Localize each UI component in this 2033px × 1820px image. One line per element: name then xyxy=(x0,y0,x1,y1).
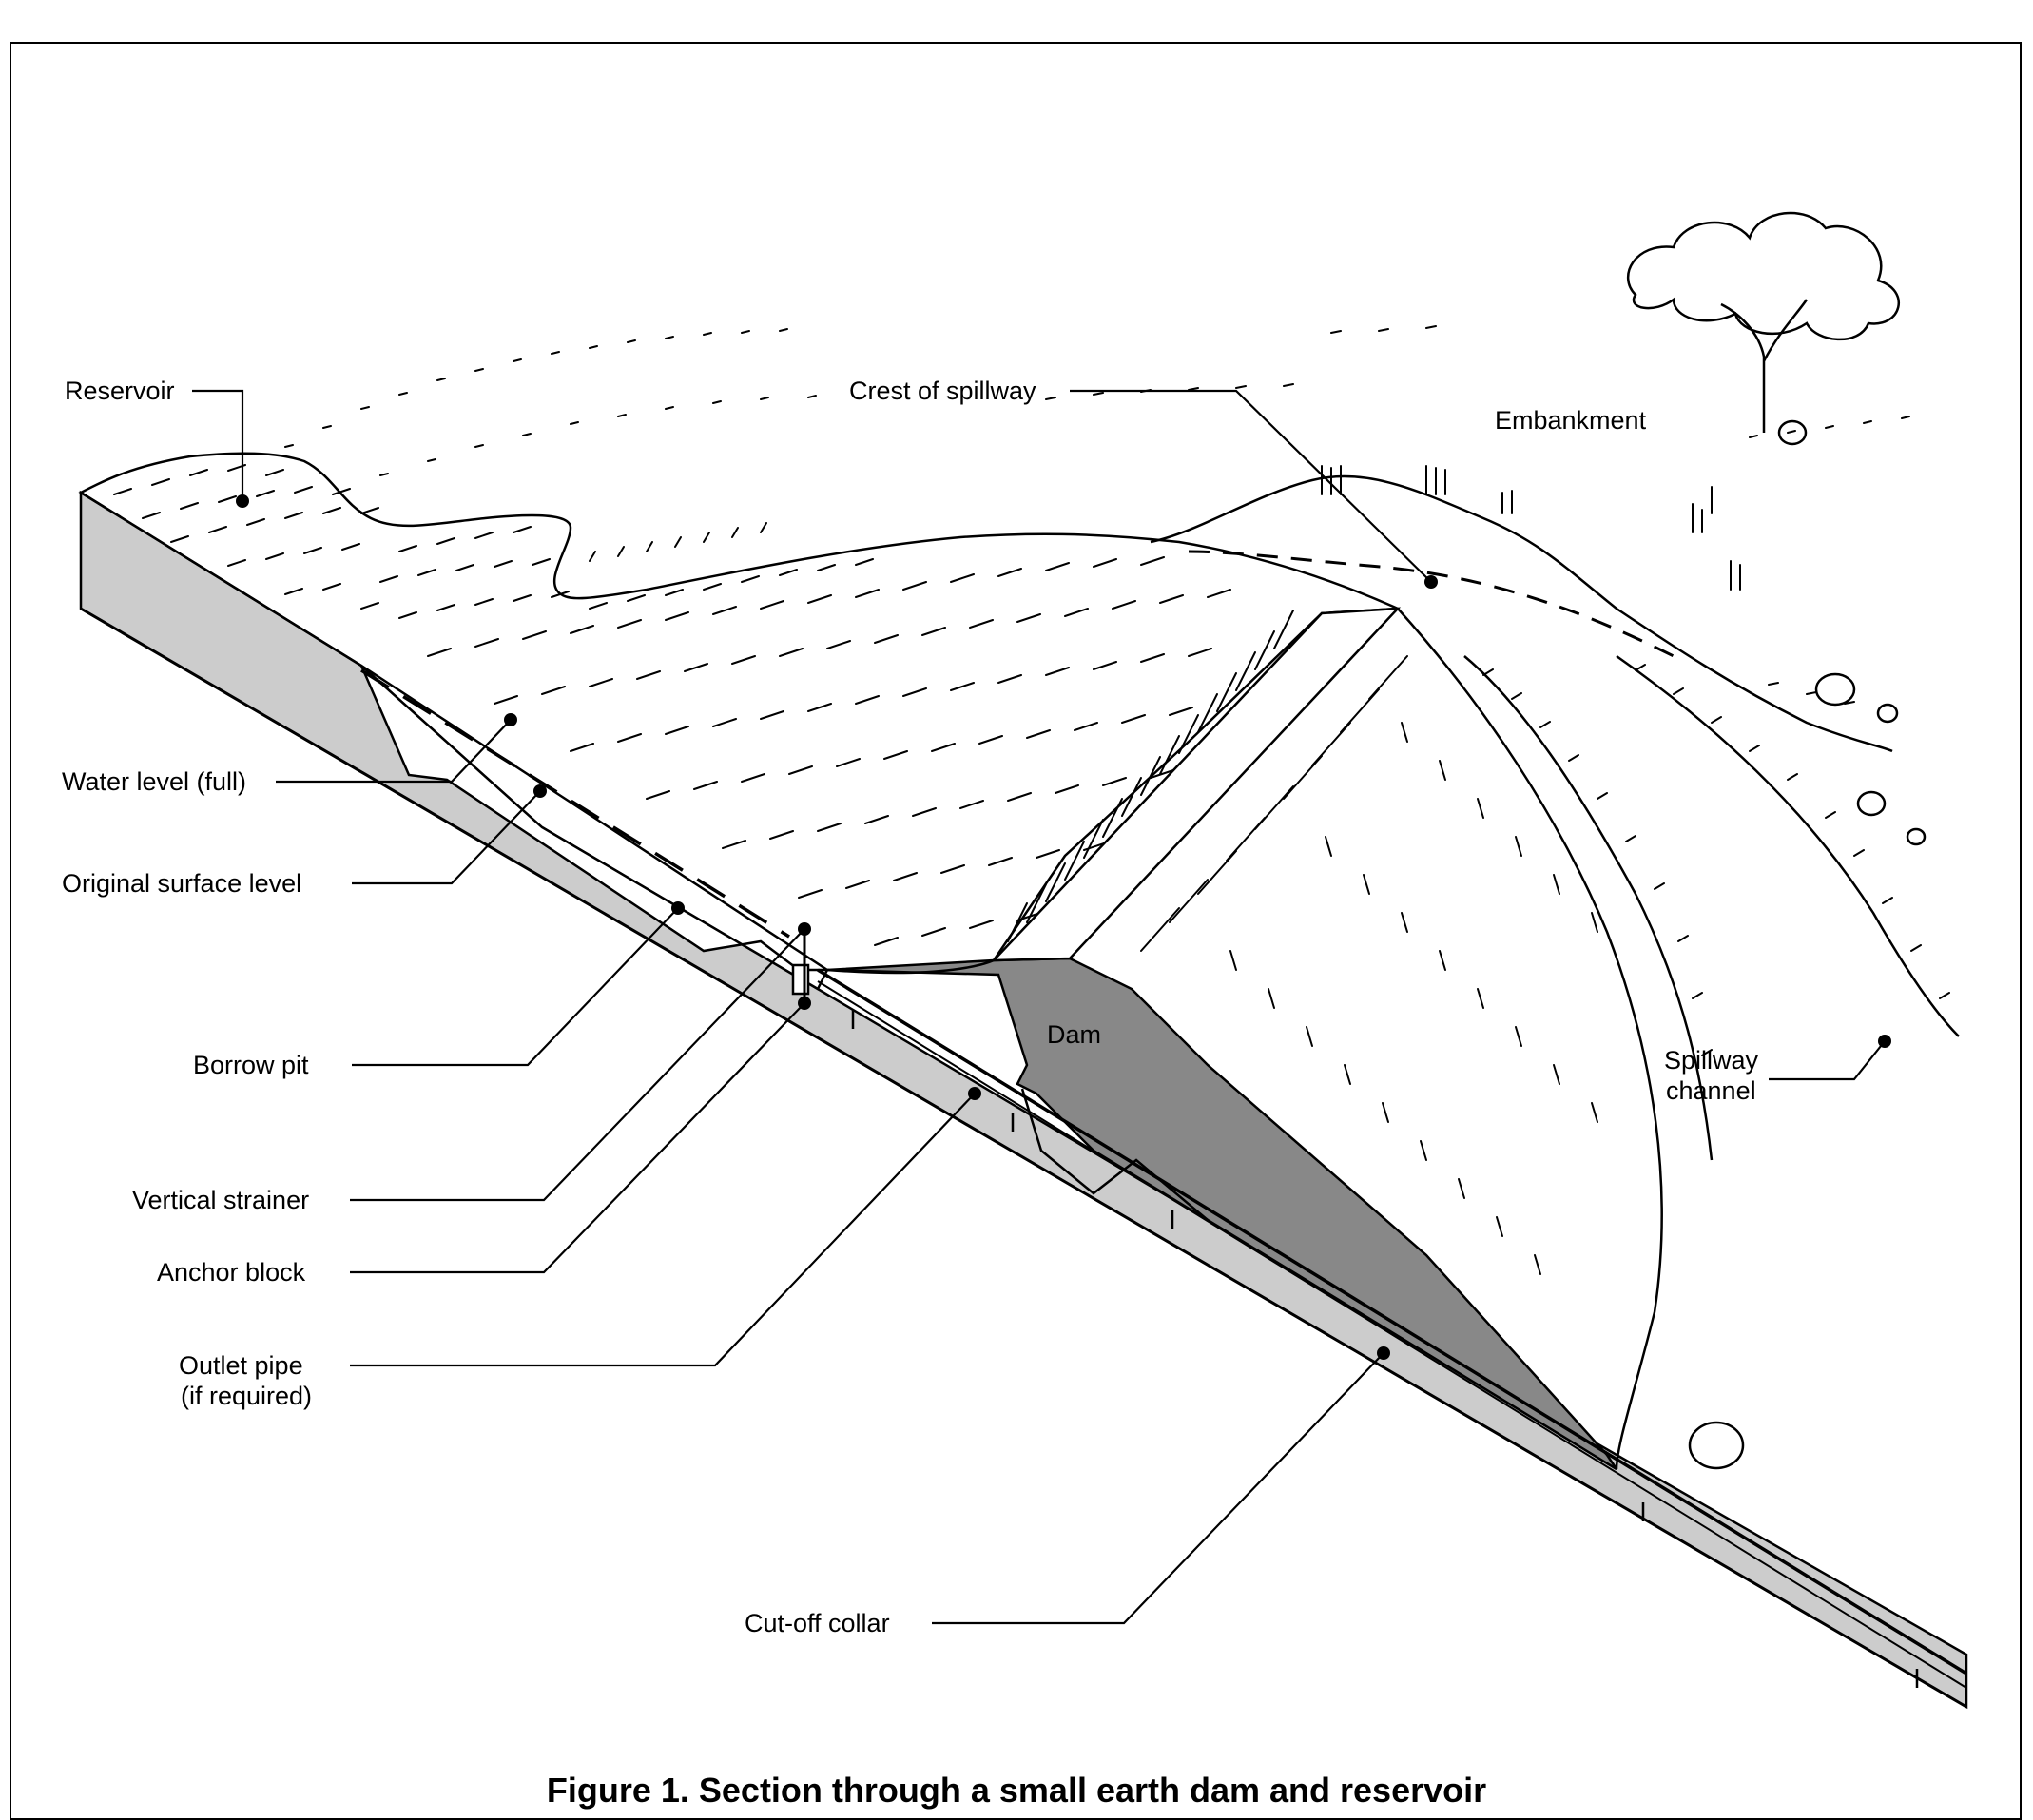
tree-icon xyxy=(1626,211,1900,433)
spillway-channel-left-bank xyxy=(1463,655,1714,1161)
spillway-channel-dot xyxy=(1878,1035,1891,1048)
label-vertical-strainer: Vertical strainer xyxy=(132,1186,309,1214)
label-original-surface-level: Original surface level xyxy=(62,869,301,898)
label-outlet-pipe: Outlet pipe xyxy=(179,1351,303,1380)
outlet-pipe-line-bottom xyxy=(817,980,1967,1689)
label-outlet-pipe-note: (if required) xyxy=(181,1382,312,1410)
water-level-dot xyxy=(504,713,517,726)
label-borrow-pit: Borrow pit xyxy=(193,1051,309,1079)
spillway-channel-leader xyxy=(1769,1040,1886,1081)
borrow-pit-notch xyxy=(359,665,830,991)
borrow-pit-leader xyxy=(352,907,679,1067)
terrain-sketch xyxy=(284,325,1910,705)
crest-of-spillway-dot xyxy=(1424,575,1438,589)
reservoir-dot xyxy=(236,494,249,508)
crest-of-spillway-leader xyxy=(1070,389,1432,583)
dam-downstream-outline xyxy=(1397,608,1663,1470)
outlet-pipe-dot xyxy=(968,1087,981,1100)
spillway-hatching xyxy=(1482,664,1950,1056)
spillway-dashed-edge xyxy=(1188,550,1675,658)
dam-crest-band xyxy=(991,607,1402,962)
label-water-level-full: Water level (full) xyxy=(62,767,246,796)
reservoir-leader xyxy=(192,389,244,499)
borrow-pit-dot xyxy=(671,901,685,915)
figure-caption: Figure 1. Section through a small earth … xyxy=(547,1771,1486,1810)
original-surface-leader xyxy=(352,790,541,885)
pipe-ticks xyxy=(851,1010,1919,1688)
label-crest-of-spillway: Crest of spillway xyxy=(849,377,1036,405)
label-embankment: Embankment xyxy=(1495,406,1647,435)
label-anchor-block: Anchor block xyxy=(157,1258,306,1287)
reservoir-hatching xyxy=(113,464,1231,946)
label-cut-off-collar: Cut-off collar xyxy=(745,1609,890,1637)
rocks xyxy=(1688,419,1927,1470)
embankment-edge xyxy=(1150,474,1893,753)
cut-off-collar-dot xyxy=(1377,1346,1390,1360)
dam-upstream-hatching xyxy=(1007,610,1408,952)
ground-bottom-edge xyxy=(80,607,1967,1709)
vertical-strainer-shape xyxy=(791,963,810,996)
reservoir-water-outline xyxy=(78,452,1399,975)
original-surface-dot xyxy=(533,784,547,798)
spillway-channel-right-bank xyxy=(1616,654,1960,1037)
label-reservoir: Reservoir xyxy=(65,377,175,405)
label-dam: Dam xyxy=(1047,1020,1101,1049)
dam-section xyxy=(826,957,1618,1471)
vertical-strainer-leader xyxy=(350,928,805,1202)
outlet-pipe-line-top xyxy=(817,968,1967,1675)
outlet-pipe-leader xyxy=(350,1093,976,1367)
dam-downstream-hatching xyxy=(1229,722,1598,1275)
label-spillway-channel-2: channel xyxy=(1666,1076,1756,1105)
cut-off-collar-leader xyxy=(932,1352,1384,1625)
anchor-block-leader xyxy=(350,1002,805,1274)
water-level-leader xyxy=(276,719,512,784)
label-spillway-channel-1: Spillway xyxy=(1664,1046,1759,1075)
original-surface-dashed-line xyxy=(360,668,790,939)
